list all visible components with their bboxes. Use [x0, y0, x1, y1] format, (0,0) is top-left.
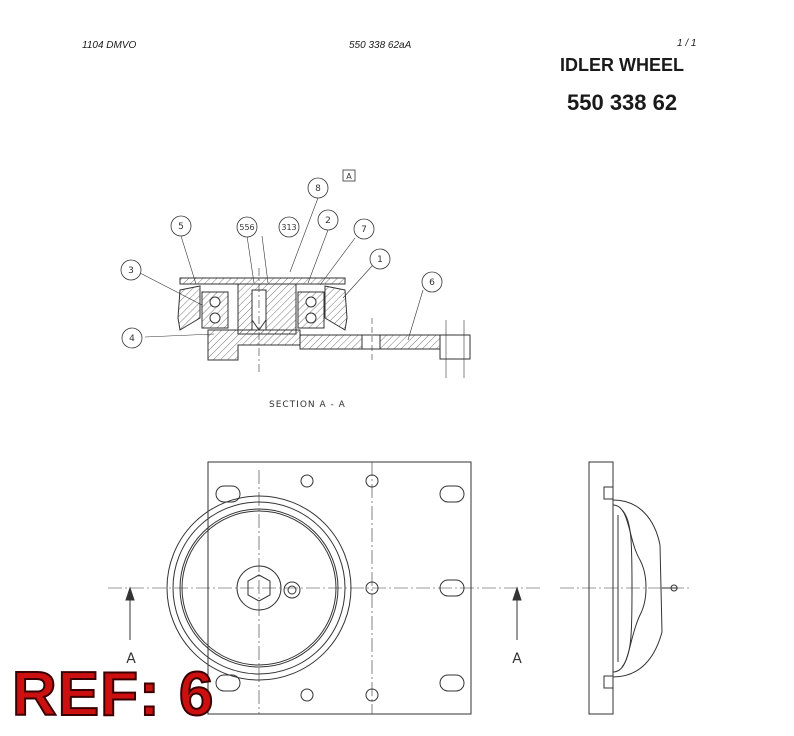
callout-circle-4: [121, 327, 143, 349]
callout-3: 3: [128, 266, 134, 276]
section-view: [139, 169, 471, 378]
side-view: [560, 461, 690, 715]
callout-circle-6: [421, 271, 443, 293]
callout-circle-313: [278, 216, 300, 238]
drawing-title: IDLER WHEEL: [560, 55, 684, 75]
arrow-label-right: A: [512, 651, 522, 667]
callout-circle-7: [353, 218, 375, 240]
callout-5: 5: [178, 222, 184, 232]
callout-circle-556: [236, 216, 258, 238]
callout-6: 6: [429, 278, 435, 288]
header-doc-code: 1104 DMVO: [82, 40, 137, 51]
callout-7: 7: [361, 225, 367, 235]
callout-313: 313: [281, 223, 296, 232]
view-marker-text: A: [346, 172, 352, 181]
header-page-number: 1 / 1: [677, 38, 697, 49]
part-number: 550 338 62: [567, 90, 678, 115]
callout-circle-3: [120, 259, 142, 281]
ref-watermark: REF: 6: [11, 660, 215, 729]
plan-view: [108, 461, 540, 715]
callout-2: 2: [325, 216, 331, 226]
arrow-label-left: A: [126, 651, 136, 667]
callout-circle-8: [307, 177, 329, 199]
callout-circle-1: [369, 248, 391, 270]
header-drawing-number: 550 338 62aA: [349, 40, 412, 51]
callout-8: 8: [315, 184, 321, 194]
callout-circle-2: [317, 209, 339, 231]
callout-1: 1: [377, 255, 383, 265]
section-label: SECTION A - A: [269, 400, 346, 410]
callout-circle-5: [170, 215, 192, 237]
view-marker-box: [342, 169, 356, 182]
callout-556: 556: [239, 223, 254, 232]
callout-4: 4: [129, 334, 135, 344]
